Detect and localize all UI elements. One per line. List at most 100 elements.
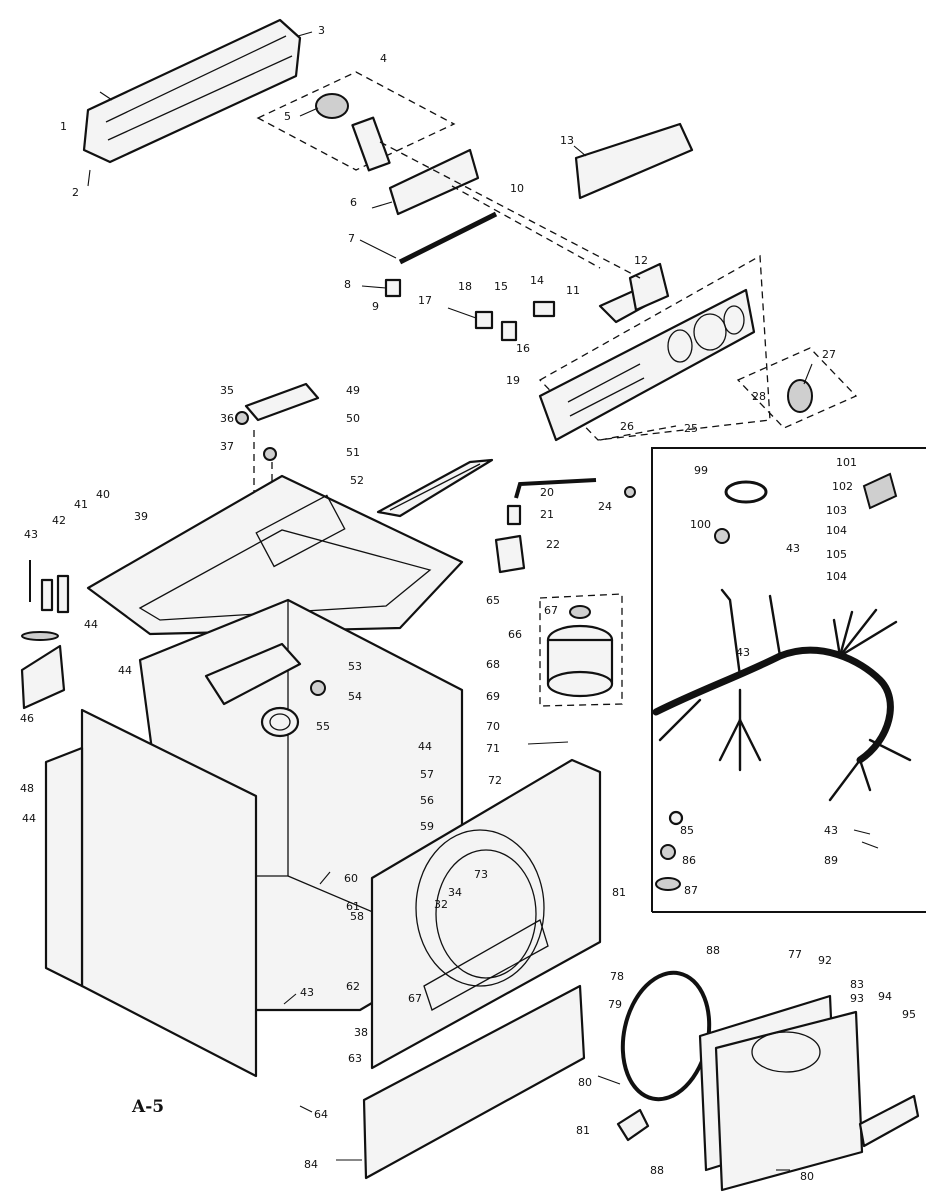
callout: 17 bbox=[418, 294, 432, 307]
callout: 44 bbox=[84, 618, 98, 631]
callout: 46 bbox=[20, 712, 34, 725]
callout: 88 bbox=[706, 944, 720, 957]
callout: 4 bbox=[380, 52, 387, 65]
fill-hose bbox=[494, 478, 636, 574]
callout: 58 bbox=[350, 910, 364, 923]
callout: 57 bbox=[420, 768, 434, 781]
callout: 27 bbox=[822, 348, 836, 361]
callout: 81 bbox=[576, 1124, 590, 1137]
callout: 89 bbox=[824, 854, 838, 867]
callout: 79 bbox=[608, 998, 622, 1011]
callout: 54 bbox=[348, 690, 362, 703]
callout: 32 bbox=[434, 898, 448, 911]
callout: 104 bbox=[826, 570, 847, 583]
callout: 21 bbox=[540, 508, 554, 521]
callout: 51 bbox=[346, 446, 360, 459]
callout: 3 bbox=[318, 24, 325, 37]
callout: 103 bbox=[826, 504, 847, 517]
callout: 70 bbox=[486, 720, 500, 733]
callout: 7 bbox=[348, 232, 355, 245]
callout: 99 bbox=[694, 464, 708, 477]
leader-lines bbox=[283, 141, 879, 1171]
left-side-panel bbox=[44, 708, 258, 1078]
callout: 83 bbox=[850, 978, 864, 991]
callout: 94 bbox=[878, 990, 892, 1003]
callout: 48 bbox=[20, 782, 34, 795]
callout: 8 bbox=[344, 278, 351, 291]
callout: 22 bbox=[546, 538, 560, 551]
callout: 20 bbox=[540, 486, 554, 499]
callout: 16 bbox=[516, 342, 530, 355]
drain-pump-box bbox=[539, 593, 623, 707]
callout: 77 bbox=[788, 948, 802, 961]
console-cover bbox=[573, 122, 694, 200]
callout: 15 bbox=[494, 280, 508, 293]
callout: 1 bbox=[60, 120, 67, 133]
callout: 62 bbox=[346, 980, 360, 993]
callout: 86 bbox=[682, 854, 696, 867]
callout: 81 bbox=[612, 886, 626, 899]
door-hinge bbox=[616, 1108, 650, 1142]
callout: 43 bbox=[824, 824, 838, 837]
callout-labels: 1 2 3 4 5 6 7 8 9 10 11 12 13 14 15 16 1… bbox=[20, 24, 916, 1183]
figure-label: A-5 bbox=[131, 1097, 164, 1117]
console-rod bbox=[359, 211, 498, 298]
callout: 68 bbox=[486, 658, 500, 671]
callout: 44 bbox=[418, 740, 432, 753]
front-panel bbox=[370, 758, 602, 1070]
door-bracket bbox=[858, 1094, 920, 1148]
callout: 100 bbox=[690, 518, 711, 531]
callout: 64 bbox=[314, 1108, 328, 1121]
callout: 53 bbox=[348, 660, 362, 673]
callout: 67 bbox=[544, 604, 558, 617]
access-door bbox=[698, 994, 864, 1192]
callout: 35 bbox=[220, 384, 234, 397]
callout: 93 bbox=[850, 992, 864, 1005]
callout: 39 bbox=[134, 510, 148, 523]
callout: 12 bbox=[634, 254, 648, 267]
callout: 43 bbox=[24, 528, 38, 541]
callout: 87 bbox=[684, 884, 698, 897]
callout: 59 bbox=[420, 820, 434, 833]
callout: 49 bbox=[346, 384, 360, 397]
callout: 66 bbox=[508, 628, 522, 641]
callout: 55 bbox=[316, 720, 330, 733]
callout: 56 bbox=[420, 794, 434, 807]
callout: 37 bbox=[220, 440, 234, 453]
callout: 95 bbox=[902, 1008, 916, 1021]
callout: 60 bbox=[344, 872, 358, 885]
callout: 73 bbox=[474, 868, 488, 881]
callout: 36 bbox=[220, 412, 234, 425]
callout: 67 bbox=[408, 992, 422, 1005]
callout: 42 bbox=[52, 514, 66, 527]
callout: 72 bbox=[488, 774, 502, 787]
callout: 6 bbox=[350, 196, 357, 209]
callout: 84 bbox=[304, 1158, 318, 1171]
callout: 65 bbox=[486, 594, 500, 607]
callout: 104 bbox=[826, 524, 847, 537]
callout: 61 bbox=[346, 900, 360, 913]
top-cover bbox=[86, 474, 464, 636]
callout: 43 bbox=[786, 542, 800, 555]
callout: 52 bbox=[350, 474, 364, 487]
callout: 14 bbox=[530, 274, 544, 287]
callout: 5 bbox=[284, 110, 291, 123]
callout: 24 bbox=[598, 500, 612, 513]
callout: 40 bbox=[96, 488, 110, 501]
callout: 69 bbox=[486, 690, 500, 703]
wiring-harness-panel bbox=[651, 447, 926, 913]
callout: 43 bbox=[736, 646, 750, 659]
toe-plate bbox=[362, 984, 586, 1180]
callout: 101 bbox=[836, 456, 857, 469]
side-bracket bbox=[20, 644, 66, 710]
callout: 78 bbox=[610, 970, 624, 983]
callout: 25 bbox=[684, 422, 698, 435]
callout: 44 bbox=[118, 664, 132, 677]
callout: 85 bbox=[680, 824, 694, 837]
callout: 38 bbox=[354, 1026, 368, 1039]
callout: 41 bbox=[74, 498, 88, 511]
callout: 10 bbox=[510, 182, 524, 195]
callout: 28 bbox=[752, 390, 766, 403]
callout: 63 bbox=[348, 1052, 362, 1065]
control-panel bbox=[538, 254, 771, 442]
